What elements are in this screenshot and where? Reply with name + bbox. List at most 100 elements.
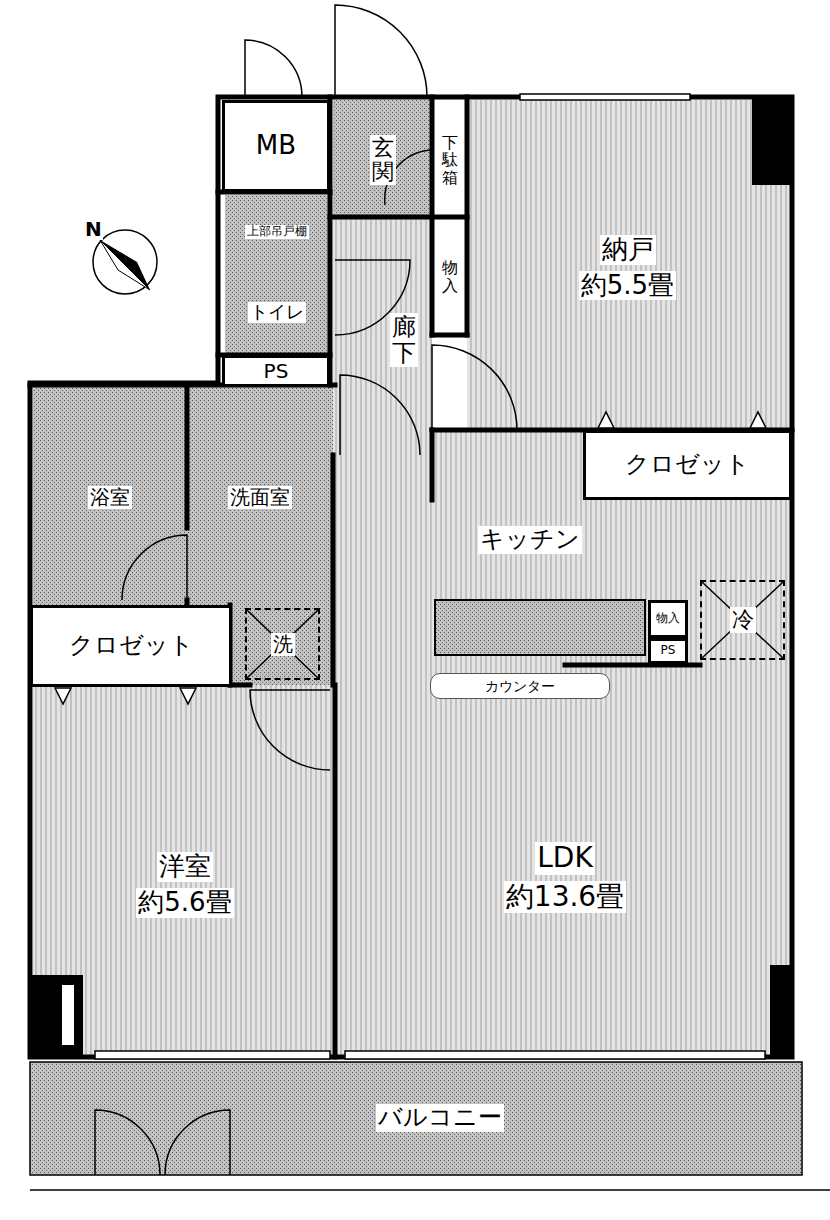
counter-top	[435, 600, 645, 655]
appliance-space	[702, 582, 783, 658]
room-label: 約5.6畳	[136, 888, 233, 918]
pipe-space: PS	[222, 355, 330, 387]
door-swing	[95, 1110, 160, 1175]
room-label: PS	[262, 360, 291, 383]
fridge-space: 冷	[700, 580, 785, 660]
window	[520, 94, 690, 100]
room-label: 洗	[271, 633, 295, 656]
western-room: 洋室約5.6畳	[40, 720, 330, 1050]
living-dining-kitchen: LDK 約13.6畳	[345, 710, 785, 1045]
washroom: 洗面室	[190, 392, 330, 602]
floor-fill	[333, 100, 432, 217]
wall	[185, 385, 190, 528]
wall-column	[770, 965, 794, 1059]
pipe-space: PS	[648, 638, 688, 664]
door-swing	[340, 375, 420, 455]
counter-top	[435, 600, 645, 655]
room-label: 冷	[730, 607, 756, 632]
appliance-space	[702, 582, 783, 658]
meter-box: MB	[222, 100, 330, 192]
room-label: 納戸	[600, 235, 656, 265]
wall	[330, 215, 467, 220]
floor-fill	[335, 430, 790, 1055]
room-label: 廊下	[390, 313, 418, 368]
balcony-edge	[30, 1189, 830, 1191]
appliance-space	[247, 610, 318, 678]
storeroom: 納戸約5.5畳	[470, 110, 785, 425]
door-swing	[165, 1110, 230, 1175]
door-swing	[245, 40, 302, 97]
storage: 物入	[435, 222, 465, 332]
washer-space: 洗	[245, 608, 320, 680]
wall	[430, 97, 435, 335]
entrance: 玄関	[335, 110, 430, 210]
room-label: 玄関	[370, 135, 396, 185]
bathroom: 浴室	[35, 392, 185, 602]
storage: 物入	[648, 600, 688, 638]
counter: カウンター	[430, 673, 610, 699]
wall	[230, 683, 250, 688]
wall-column	[752, 95, 794, 185]
room-label: 浴室	[88, 486, 132, 509]
door-swing	[250, 690, 330, 770]
balcony-edge	[30, 1062, 830, 1190]
window	[345, 1051, 765, 1059]
wall	[30, 97, 792, 1057]
north-mark: N	[84, 218, 103, 240]
room-label: クロゼット	[623, 451, 752, 479]
floor-fill	[333, 217, 432, 457]
room-label: トイレ	[248, 302, 306, 323]
closet-door-mark	[598, 412, 614, 428]
wall-column	[62, 985, 74, 1045]
floor-fill	[30, 1062, 802, 1175]
room-label: 上部吊戸棚	[245, 225, 309, 239]
door-swing	[432, 345, 517, 430]
door-swing	[335, 5, 427, 97]
north-arrow	[100, 240, 150, 290]
closet-door-mark	[55, 688, 71, 704]
appliance-space	[247, 582, 783, 678]
door-swing	[95, 5, 517, 1175]
floor-fill	[225, 195, 330, 355]
hallway: 廊下	[380, 290, 428, 390]
closet: クロゼット	[583, 430, 792, 500]
balcony-edge	[30, 1062, 802, 1175]
door-swing	[122, 535, 187, 600]
appliance-space	[247, 610, 318, 678]
window	[95, 1051, 330, 1059]
wall	[432, 333, 467, 338]
balcony: バルコニー	[240, 1068, 640, 1168]
room-label: キッチン	[478, 526, 582, 554]
wall	[30, 97, 792, 1057]
closet-door-mark	[750, 412, 766, 428]
room-label: LDK	[535, 842, 595, 874]
room-label: 下駄箱	[440, 133, 460, 188]
room-label: PS	[659, 644, 678, 658]
closet: クロゼット	[30, 605, 232, 687]
wall	[465, 97, 470, 335]
room-label: 物入	[440, 258, 460, 295]
shoe-cabinet: 下駄箱	[435, 105, 465, 215]
floor-fill	[467, 100, 790, 430]
wall	[333, 685, 338, 1057]
wall	[331, 455, 336, 685]
room-label: 約13.6畳	[504, 881, 626, 913]
floor-fill	[30, 100, 802, 1175]
closet-door-mark	[180, 688, 196, 704]
room-label: クロゼット	[67, 632, 196, 660]
wall-column	[28, 95, 794, 1059]
room-label: 物入	[654, 612, 682, 626]
floor-fill	[33, 385, 187, 610]
toilet: 上部吊戸棚トイレ	[225, 196, 328, 352]
north-arrow	[100, 240, 150, 290]
window	[95, 94, 765, 1059]
room-label: バルコニー	[376, 1104, 504, 1132]
room-label: 洋室	[157, 852, 213, 882]
room-label: 洗面室	[228, 486, 292, 509]
room-label: 約5.5畳	[579, 271, 676, 301]
kitchen: キッチン	[440, 510, 620, 570]
room-label: カウンター	[483, 678, 557, 694]
wall-column	[28, 975, 83, 1059]
wall	[430, 430, 435, 500]
room-label: MB	[254, 131, 298, 161]
